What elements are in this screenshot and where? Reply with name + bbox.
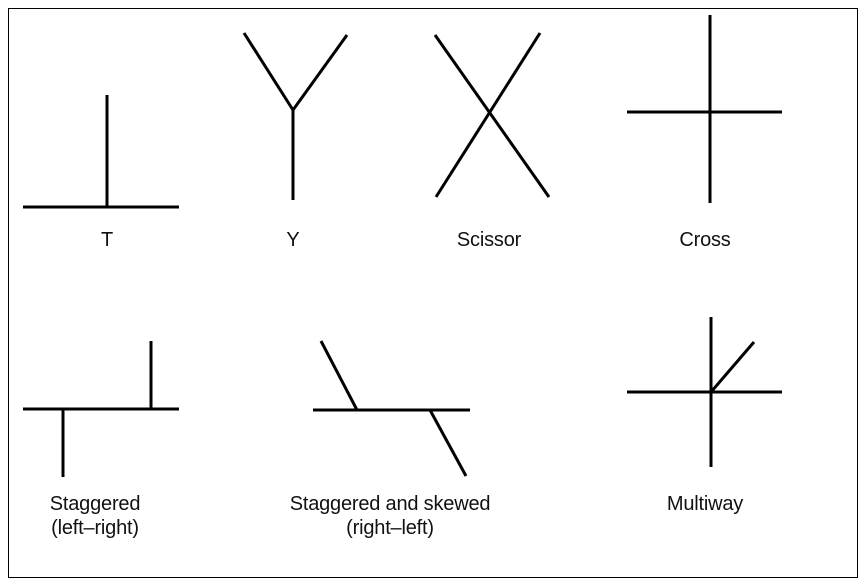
- multiway-diagonal-road: [709, 341, 756, 393]
- label-y: Y: [286, 229, 300, 251]
- staggered-intersection-shape: [23, 341, 179, 477]
- y-left-arm: [242, 32, 295, 111]
- scissor-intersection-shape: [433, 32, 551, 198]
- staggered-skewed-lower-leg: [428, 409, 468, 477]
- label-t: T: [100, 229, 114, 251]
- label-staggered-line1: Staggered: [49, 493, 141, 515]
- cross-intersection-shape: [627, 15, 782, 203]
- y-right-arm: [291, 34, 349, 111]
- scissor-road-a: [433, 34, 551, 198]
- label-staggered-skewed-line2: (right–left): [346, 517, 434, 539]
- label-staggered-line2: (left–right): [51, 517, 139, 539]
- staggered-skewed-upper-leg: [319, 340, 359, 411]
- label-multiway: Multiway: [666, 493, 744, 515]
- label-scissor: Scissor: [456, 229, 522, 251]
- t-intersection-shape: [23, 95, 179, 209]
- label-cross: Cross: [679, 229, 731, 251]
- label-staggered-skewed-line1: Staggered and skewed: [289, 493, 491, 515]
- multiway-intersection-shape: [627, 317, 782, 467]
- figure-frame: [8, 8, 858, 578]
- y-intersection-shape: [242, 32, 349, 200]
- staggered-skewed-intersection-shape: [313, 340, 470, 477]
- scissor-road-b: [434, 32, 542, 198]
